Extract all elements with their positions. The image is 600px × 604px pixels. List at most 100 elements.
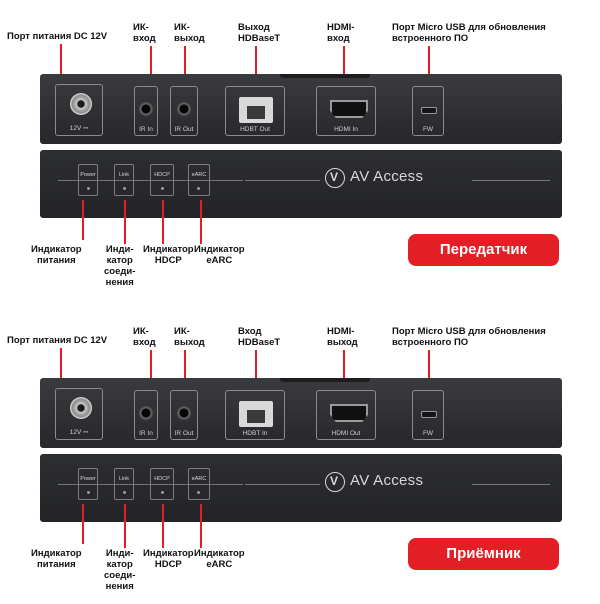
earc-led: eARC (188, 468, 210, 500)
leader-line (200, 504, 202, 548)
divider (245, 484, 320, 485)
receiver-section: Порт питания DC 12V ИК-вход ИК-выход Вхо… (0, 304, 600, 604)
ir-in-port: IR In (134, 390, 158, 440)
led-dot (87, 491, 90, 494)
power-led-label: Power (80, 172, 96, 178)
panel-slot (280, 378, 370, 382)
dc-port-label: 12V ⎓ (69, 125, 89, 132)
leader-line (150, 350, 152, 398)
transmitter-section: Порт питания DC 12V ИК-вход ИК-выход Вых… (0, 0, 600, 300)
dc-power-port: 12V ⎓ (55, 84, 103, 136)
ir-out-port: IR Out (170, 86, 198, 136)
dc-jack-icon (70, 397, 92, 419)
jack-icon (176, 101, 192, 117)
ir-in-port-label: IR In (139, 126, 153, 133)
ir-out-port-label: IR Out (174, 126, 194, 133)
av-access-logo-icon (325, 472, 345, 492)
power-led: Power (78, 468, 98, 500)
link-led-label: Link (118, 172, 130, 178)
hdmi-label: HDMI-вход (327, 22, 355, 44)
hdbt-port-label: HDBT In (242, 430, 268, 437)
usb-icon (421, 107, 437, 114)
leader-line (124, 200, 126, 244)
divider (245, 180, 320, 181)
hdmi-icon (330, 404, 368, 422)
panel-slot (280, 74, 370, 78)
front-panel: Power Link HDCP eARC AV Access (40, 454, 562, 522)
hdbt-port: HDBT In (225, 390, 285, 440)
earc-led-label: eARC (191, 476, 207, 482)
hdmi-port-label: HDMI Out (331, 430, 361, 437)
jack-icon (138, 405, 154, 421)
led-dot (161, 187, 164, 190)
device-badge: Передатчик (408, 234, 559, 266)
ir-out-port-label: IR Out (174, 430, 194, 437)
hdmi-port-label: HDMI In (334, 126, 358, 133)
leader-line (60, 348, 62, 398)
leader-line (343, 46, 345, 96)
leader-line (82, 504, 84, 544)
leader-line (200, 200, 202, 244)
divider (472, 180, 550, 181)
leader-line (255, 350, 257, 398)
ir-in-label: ИК-вход (133, 326, 156, 348)
brand-name: AV Access (350, 168, 424, 185)
ir-in-port: IR In (134, 86, 158, 136)
fw-port-label: FW (422, 430, 434, 437)
hdcp-led-label: HDCP (154, 476, 170, 482)
rj45-icon (239, 97, 273, 123)
brand-name: AV Access (350, 472, 424, 489)
fw-port-label: FW (422, 126, 434, 133)
link-led: Link (114, 164, 134, 196)
ir-out-label: ИК-выход (174, 22, 205, 44)
usb-port: FW (412, 86, 444, 136)
hdcp-led-label: HDCP (154, 172, 170, 178)
hdmi-icon (330, 100, 368, 118)
led-dot (87, 187, 90, 190)
link-led-label: Link (118, 476, 130, 482)
led-dot (123, 491, 126, 494)
leader-line (184, 350, 186, 398)
leader-line (162, 200, 164, 244)
usb-port: FW (412, 390, 444, 440)
jack-icon (138, 101, 154, 117)
divider (472, 484, 550, 485)
device-badge: Приёмник (408, 538, 559, 570)
dc-power-port: 12V ⎓ (55, 388, 103, 440)
led-dot (197, 187, 200, 190)
leader-line (343, 350, 345, 400)
hdmi-port: HDMI Out (316, 390, 376, 440)
dc-port-label: 12V ⎓ (69, 429, 89, 436)
leader-line (255, 46, 257, 94)
led-dot (123, 187, 126, 190)
hdmi-port: HDMI In (316, 86, 376, 136)
av-access-logo-icon (325, 168, 345, 188)
led-dot (197, 491, 200, 494)
hdbt-port: HDBT Out (225, 86, 285, 136)
dc-jack-icon (70, 93, 92, 115)
leader-line (82, 200, 84, 240)
leader-line (150, 46, 152, 94)
rj45-icon (239, 401, 273, 427)
hdcp-led: HDCP (150, 468, 174, 500)
leader-line (162, 504, 164, 548)
link-led: Link (114, 468, 134, 500)
hdbt-port-label: HDBT Out (240, 126, 270, 133)
front-panel: Power Link HDCP eARC AV Access (40, 150, 562, 218)
dc-power-label: Порт питания DC 12V (7, 31, 108, 42)
power-led-label: Power (80, 476, 96, 482)
earc-led-label: eARC (191, 172, 207, 178)
ir-in-port-label: IR In (139, 430, 153, 437)
leader-line (124, 504, 126, 548)
hdcp-led: HDCP (150, 164, 174, 196)
ir-in-label: ИК-вход (133, 22, 156, 44)
